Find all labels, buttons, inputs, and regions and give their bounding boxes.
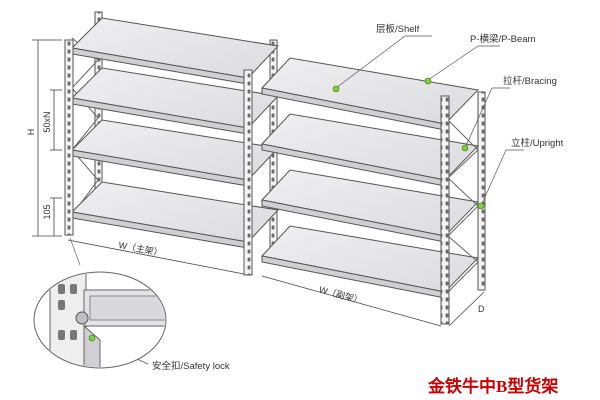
width-add-on-dimension: W（副架） xyxy=(318,285,364,306)
bracing-marker xyxy=(461,144,469,152)
shelf-level xyxy=(70,17,280,85)
shelf-level xyxy=(261,113,480,187)
main-rack xyxy=(64,11,280,276)
add-on-rack xyxy=(261,57,486,325)
dimension-lines xyxy=(32,39,485,327)
upright-marker xyxy=(477,202,485,210)
beam-label: P-横梁/P-Beam xyxy=(470,33,536,45)
safety-lock-detail xyxy=(33,237,167,369)
depth-dimension: D xyxy=(478,304,485,314)
beam-marker xyxy=(424,77,432,85)
bracing-label: 拉杆/Bracing xyxy=(503,75,557,87)
shelf-label: 层板/Shelf xyxy=(376,23,420,35)
pitch-dimension: 50xN xyxy=(42,111,52,132)
upright-back-right xyxy=(477,91,486,291)
safety-lock-label: 安全扣/Safety lock xyxy=(152,360,230,372)
safety-lock-marker xyxy=(88,334,96,342)
side-bracing xyxy=(71,37,99,216)
upright-label: 立柱/Upright xyxy=(511,137,564,149)
shelf-level xyxy=(261,169,480,243)
shelf-marker xyxy=(332,85,340,93)
upright-front-left xyxy=(64,39,74,236)
upright-front-right xyxy=(440,95,450,325)
brand-caption: 金铁牛中B型货架 xyxy=(427,376,558,396)
upright-front-right xyxy=(243,69,253,276)
base-dimension: 105 xyxy=(42,204,52,219)
width-main-dimension: W（主架） xyxy=(118,239,164,258)
height-dimension: H xyxy=(26,129,36,136)
